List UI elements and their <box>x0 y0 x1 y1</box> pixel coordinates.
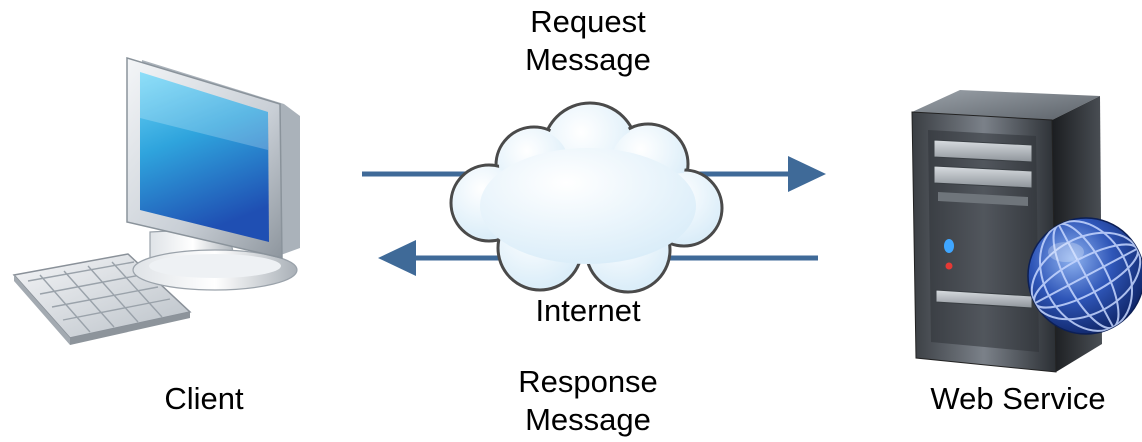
globe-icon <box>1027 217 1142 335</box>
client-label: Client <box>164 381 244 416</box>
request-label-line1: Request <box>530 4 646 39</box>
internet-label: Internet <box>535 293 641 328</box>
request-message-label: Request Message <box>438 3 738 79</box>
response-label-line1: Response <box>518 364 658 399</box>
response-message-label: Response Message <box>438 363 738 439</box>
internet-cloud-icon <box>449 101 724 294</box>
monitor-screen <box>140 72 269 242</box>
desktop-computer-icon <box>12 56 300 345</box>
response-label-line2: Message <box>525 402 651 437</box>
request-label-line2: Message <box>525 42 651 77</box>
power-light <box>944 239 954 253</box>
web-service-label: Web Service <box>930 381 1106 416</box>
activity-light <box>945 262 953 270</box>
